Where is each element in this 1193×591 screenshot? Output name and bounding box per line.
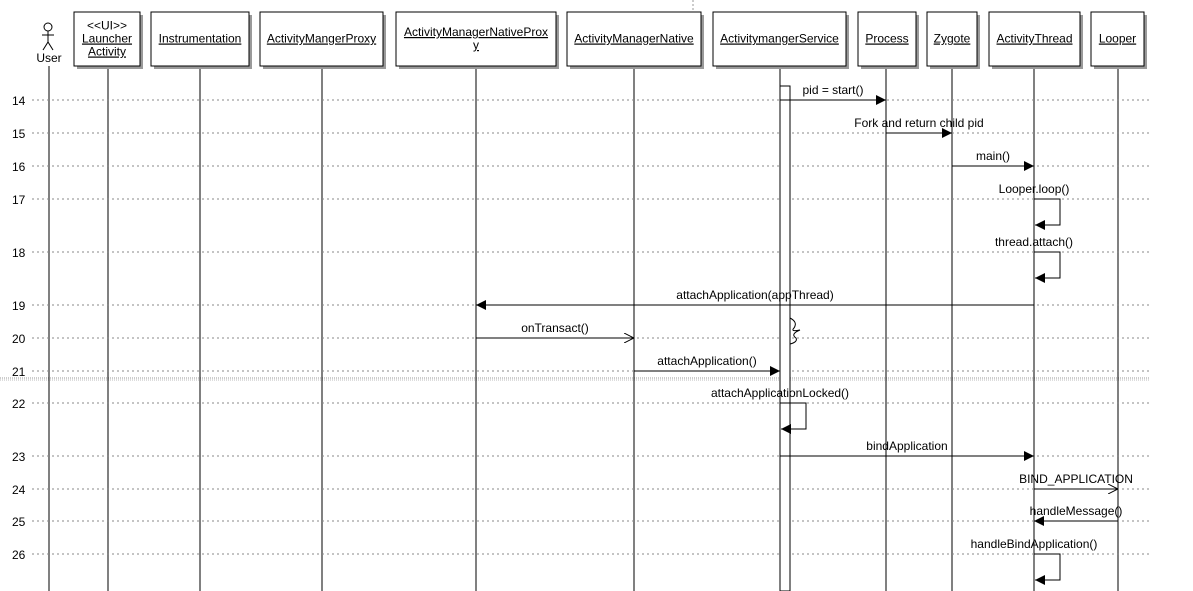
message-label: bindApplication xyxy=(866,439,947,453)
row-number: 21 xyxy=(12,365,26,379)
messages: pid = start() Fork and return child pid ma… xyxy=(476,83,1133,585)
participant-box xyxy=(259,11,384,67)
self-message-arrow xyxy=(1034,198,1061,230)
message-thread-attach: thread.attach() xyxy=(995,235,1073,283)
message-looper-loop: Looper.loop() xyxy=(999,182,1070,230)
row-number: 17 xyxy=(12,193,26,207)
row-number: 20 xyxy=(12,332,26,346)
user-actor: User xyxy=(36,22,62,65)
participant-box xyxy=(857,11,917,67)
row-number: 14 xyxy=(12,94,26,108)
activation-bars xyxy=(779,85,801,591)
message-main: main() xyxy=(952,149,1034,171)
message-pid-start: pid = start() xyxy=(780,83,886,105)
message-label: Looper.loop() xyxy=(999,182,1070,196)
activation-break-mark xyxy=(789,317,801,345)
message-label: pid = start() xyxy=(802,83,863,97)
message-handlemessage: handleMessage() xyxy=(1030,504,1123,526)
participant-label: ActivityThread xyxy=(996,32,1072,46)
participant-box xyxy=(712,11,847,67)
row-number: 23 xyxy=(12,450,26,464)
message-label: attachApplication(appThread) xyxy=(676,288,833,302)
message-label: attachApplication() xyxy=(657,354,756,368)
participant-activitymangerservice: ActivitymangerService xyxy=(712,11,849,69)
row-number: 18 xyxy=(12,246,26,260)
participant-box xyxy=(395,11,557,67)
message-bindapplication: bindApplication xyxy=(780,439,1034,461)
participant-label: Instrumentation xyxy=(159,32,242,46)
self-message-arrow xyxy=(780,402,807,434)
participant-label: ActivityManagerNativeProx xyxy=(404,25,548,39)
row-number: 16 xyxy=(12,160,26,174)
participant-stereotype: <<UI>> xyxy=(87,19,127,33)
participant-box xyxy=(566,11,702,67)
message-label: handleMessage() xyxy=(1030,504,1123,518)
row-number: 19 xyxy=(12,299,26,313)
participant-looper: Looper xyxy=(1090,11,1147,69)
actor-head xyxy=(43,22,53,32)
participant-activitymangerproxy: ActivityMangerProxy xyxy=(259,11,386,69)
self-message-arrow xyxy=(1034,553,1061,585)
actor-label: User xyxy=(36,51,61,65)
message-label: BIND_APPLICATION xyxy=(1019,472,1133,486)
actor-leg-right xyxy=(47,41,54,51)
message-label: onTransact() xyxy=(521,321,589,335)
participant-box xyxy=(150,11,250,67)
row-number: 15 xyxy=(12,127,26,141)
message-label: thread.attach() xyxy=(995,235,1073,249)
participant-label: ActivitymangerService xyxy=(720,32,839,46)
participant-box xyxy=(1090,11,1145,67)
row-number: 26 xyxy=(12,548,26,562)
message-handlebindapplication: handleBindApplication() xyxy=(971,537,1098,585)
participant-label: Looper xyxy=(1099,32,1136,46)
message-attachapplication: attachApplication() xyxy=(634,354,780,376)
message-attachapplicationlocked: attachApplicationLocked() xyxy=(711,386,849,434)
participant-box xyxy=(926,11,978,67)
participant-label: Zygote xyxy=(934,32,971,46)
participant-activitymanagernative: ActivityManagerNative xyxy=(566,11,704,69)
participant-label: Launcher xyxy=(82,32,132,46)
participant-box xyxy=(73,11,141,67)
row-number: 24 xyxy=(12,483,26,497)
message-attachapplication-appthread: attachApplication(appThread) xyxy=(476,288,1034,310)
row-number: 25 xyxy=(12,515,26,529)
row-grid: 14 15 16 17 18 19 20 21 22 23 24 25 26 xyxy=(12,94,1150,562)
participant-label: y xyxy=(473,38,479,52)
participant-label: ActivityManagerNative xyxy=(574,32,694,46)
row-number: 22 xyxy=(12,397,26,411)
message-label: Fork and return child pid xyxy=(854,116,983,130)
message-label: attachApplicationLocked() xyxy=(711,386,849,400)
message-ontransact: onTransact() xyxy=(476,321,634,338)
participant-process: Process xyxy=(857,11,919,69)
message-fork-and-return-child-pid: Fork and return child pid xyxy=(854,116,984,138)
participant-label: Activity xyxy=(88,45,126,59)
participant-box xyxy=(988,11,1081,67)
participant-zygote: Zygote xyxy=(926,11,980,69)
actor-leg-left xyxy=(42,41,49,51)
activation-bar-activitymangerservice xyxy=(779,85,791,591)
participant-label: Process xyxy=(865,32,908,46)
participant-activitythread: ActivityThread xyxy=(988,11,1083,69)
self-message-arrow xyxy=(1034,251,1061,283)
participant-instrumentation: Instrumentation xyxy=(150,11,252,69)
message-label: handleBindApplication() xyxy=(971,537,1098,551)
message-label: main() xyxy=(976,149,1010,163)
participant-label: ActivityMangerProxy xyxy=(267,32,376,46)
message-bind-application: BIND_APPLICATION xyxy=(1019,472,1133,489)
